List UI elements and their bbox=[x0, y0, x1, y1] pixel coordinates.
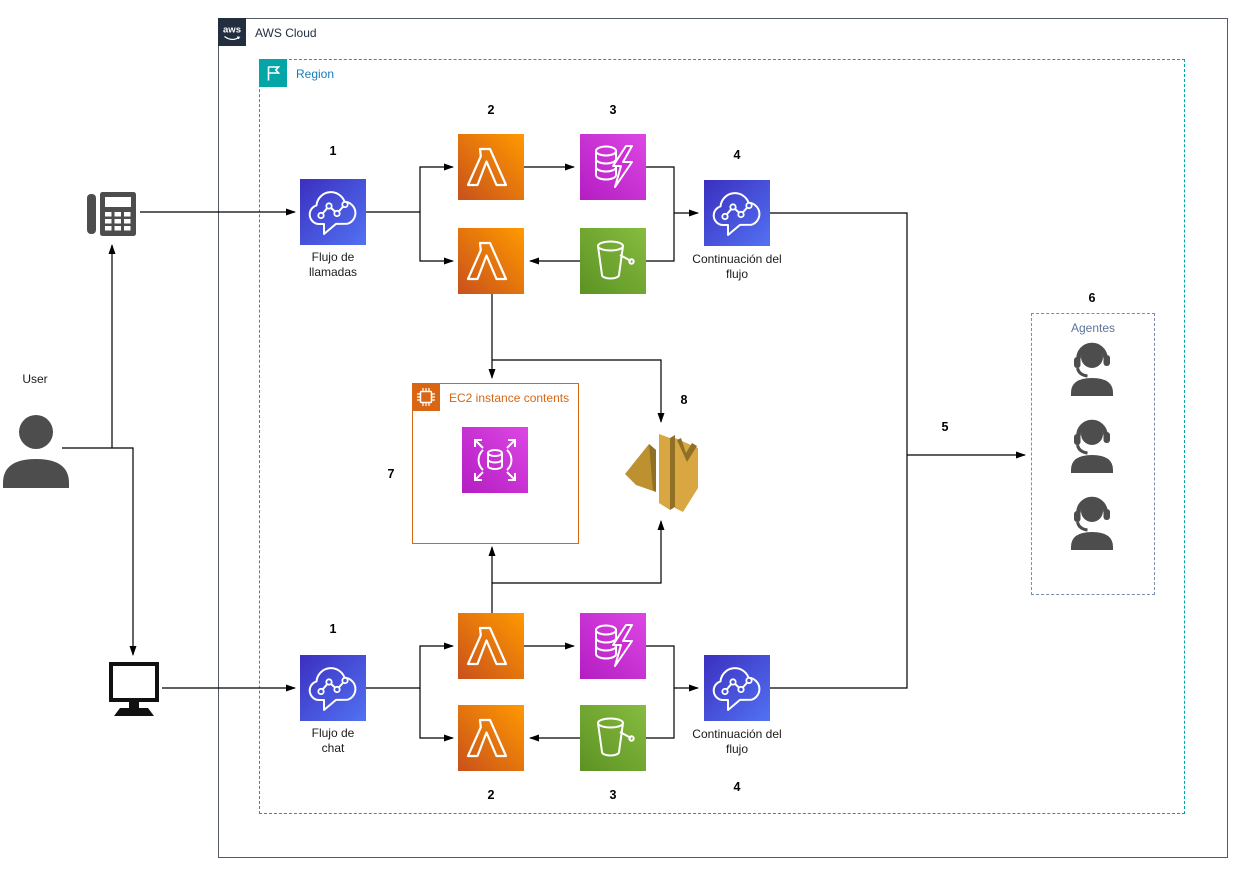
database-scaling-icon bbox=[462, 427, 528, 493]
monitor-icon bbox=[108, 661, 160, 719]
amazon-lex-icon bbox=[623, 428, 699, 516]
step-number-2-chat: 2 bbox=[487, 788, 495, 802]
lambda-chat-icon-2 bbox=[458, 705, 524, 771]
step-number-1-chat: 1 bbox=[329, 622, 337, 636]
continuation-chat-label: Continuación del flujo bbox=[692, 727, 782, 756]
ec2-chip-icon bbox=[412, 383, 440, 411]
elasticache-call-icon bbox=[580, 134, 646, 200]
lambda-call-icon-1 bbox=[458, 134, 524, 200]
step-number-7: 7 bbox=[387, 467, 395, 481]
step-number-4-call: 4 bbox=[733, 148, 741, 162]
step-number-5: 5 bbox=[941, 420, 949, 434]
region-group: Region bbox=[259, 59, 1185, 814]
agent-icon-2 bbox=[1067, 417, 1117, 473]
user-icon bbox=[2, 410, 72, 488]
step-number-1-call: 1 bbox=[329, 144, 337, 158]
s3-bucket-call-icon bbox=[580, 228, 646, 294]
agent-icon-3 bbox=[1067, 494, 1117, 550]
desk-phone-icon bbox=[86, 191, 138, 239]
connect-call-flow-icon bbox=[300, 179, 366, 245]
region-flag-icon bbox=[259, 59, 287, 87]
chat-flow-label: Flujo de chat bbox=[311, 726, 355, 755]
aws-cloud-label: AWS Cloud bbox=[255, 26, 317, 40]
connect-chat-flow-icon bbox=[300, 655, 366, 721]
step-number-3-chat: 3 bbox=[609, 788, 617, 802]
connector-user-to-monitor bbox=[62, 447, 137, 656]
elasticache-chat-icon bbox=[580, 613, 646, 679]
connect-continuation-call-icon bbox=[704, 180, 770, 246]
step-number-3-call: 3 bbox=[609, 103, 617, 117]
step-number-2-call: 2 bbox=[487, 103, 495, 117]
aws-logo-icon bbox=[218, 18, 246, 46]
lambda-chat-icon-1 bbox=[458, 613, 524, 679]
call-flow-label: Flujo de llamadas bbox=[308, 250, 358, 279]
agent-icon-1 bbox=[1067, 340, 1117, 396]
step-number-4-chat: 4 bbox=[733, 780, 741, 794]
ec2-box-label: EC2 instance contents bbox=[449, 391, 570, 405]
lambda-call-icon-2 bbox=[458, 228, 524, 294]
user-label: User bbox=[22, 372, 48, 386]
step-number-8: 8 bbox=[680, 393, 688, 407]
aws-cloud-group: AWS Cloud bbox=[218, 18, 1228, 858]
region-label: Region bbox=[296, 67, 335, 81]
agents-label: Agentes bbox=[1070, 321, 1116, 335]
agents-group: Agentes bbox=[1031, 313, 1155, 595]
connect-continuation-chat-icon bbox=[704, 655, 770, 721]
s3-bucket-chat-icon bbox=[580, 705, 646, 771]
step-number-6: 6 bbox=[1088, 291, 1096, 305]
continuation-call-label: Continuación del flujo bbox=[692, 252, 782, 281]
